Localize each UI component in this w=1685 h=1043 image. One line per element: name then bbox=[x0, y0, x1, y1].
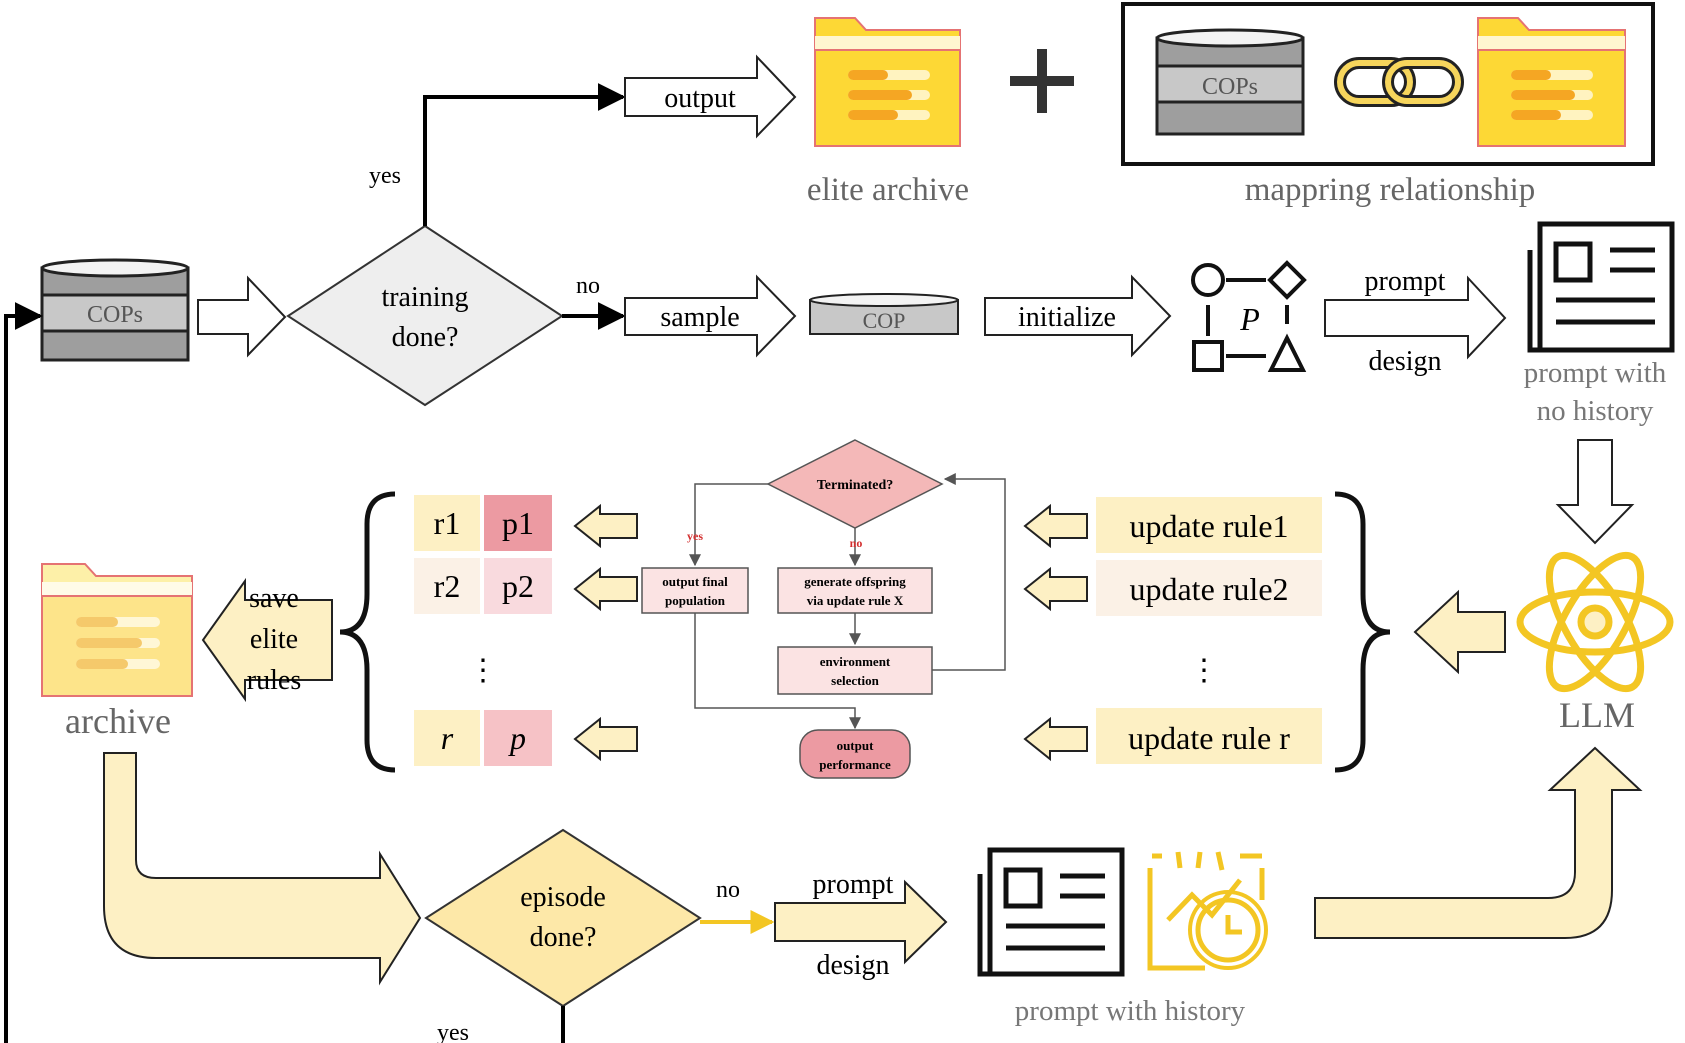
plus-icon bbox=[1010, 49, 1074, 113]
svg-text:environment: environment bbox=[820, 654, 891, 669]
small-arrows-left bbox=[573, 503, 638, 762]
elite-archive-label: elite archive bbox=[807, 172, 969, 208]
llm-atom-icon bbox=[1516, 551, 1674, 693]
training-done-decision: training done? bbox=[286, 224, 564, 407]
svg-text:update rule2: update rule2 bbox=[1129, 571, 1288, 607]
cops-database-icon: COPs bbox=[40, 258, 190, 362]
svg-text:COP: COP bbox=[863, 308, 906, 333]
save-elite-rules-arrow bbox=[201, 577, 333, 703]
problem-structure-icon bbox=[1191, 260, 1307, 372]
elite-label: elite bbox=[250, 624, 298, 655]
svg-text:update rule1: update rule1 bbox=[1129, 508, 1288, 544]
design-label-bottom: design bbox=[816, 950, 889, 981]
history-to-llm-arrow bbox=[1314, 746, 1643, 939]
svg-text:p1: p1 bbox=[502, 505, 534, 541]
arrow-cops-to-decision bbox=[197, 275, 287, 358]
svg-text:r2: r2 bbox=[434, 568, 461, 604]
svg-text:selection: selection bbox=[831, 673, 879, 688]
svg-text:p2: p2 bbox=[502, 568, 534, 604]
archive-to-episode-arrow bbox=[103, 752, 422, 986]
cop-database-icon: COP bbox=[809, 293, 959, 335]
yes-path bbox=[423, 83, 626, 226]
initialize-arrow bbox=[984, 274, 1172, 358]
inner-flowchart: Terminated? yes no output final populati… bbox=[641, 439, 1006, 779]
archive-folder-icon bbox=[41, 563, 193, 697]
mapping-relationship-label: mappring relationship bbox=[1245, 172, 1536, 208]
prompt-design-arrow-bottom bbox=[774, 879, 948, 965]
update-rule-1: update rule1 bbox=[1096, 497, 1322, 553]
right-brace bbox=[1334, 491, 1391, 773]
rules-label: rules bbox=[247, 665, 301, 696]
yes-label-bottom: yes bbox=[437, 1020, 469, 1043]
svg-text:done?: done? bbox=[392, 322, 459, 353]
cops-mapping-database-icon: COPs bbox=[1155, 28, 1305, 136]
svg-text:yes: yes bbox=[687, 529, 703, 543]
ellipsis-right: ⋮ bbox=[1189, 654, 1219, 687]
svg-text:performance: performance bbox=[819, 757, 891, 772]
yes-path-bottom bbox=[4, 302, 565, 1043]
no-label-top: no bbox=[576, 273, 600, 299]
history-clock-icon bbox=[1147, 851, 1268, 971]
llm-label: LLM bbox=[1559, 695, 1635, 735]
prompt-no-history-label-1: prompt with bbox=[1524, 357, 1667, 389]
left-brace bbox=[339, 491, 396, 773]
arrow-llm-to-rules bbox=[1413, 589, 1506, 675]
mapping-folder-icon bbox=[1477, 17, 1626, 147]
yes-label-top: yes bbox=[369, 163, 401, 189]
save-label: save bbox=[249, 583, 299, 614]
terminated-label: Terminated? bbox=[817, 478, 893, 493]
rule-pair-r: r p bbox=[414, 710, 552, 766]
design-label-top: design bbox=[1368, 346, 1441, 377]
cops-label: COPs bbox=[87, 302, 143, 328]
sample-label: sample bbox=[660, 302, 739, 333]
arrow-down-to-llm bbox=[1555, 439, 1635, 545]
svg-text:p: p bbox=[508, 720, 526, 756]
svg-text:generate offspring: generate offspring bbox=[804, 574, 906, 589]
output-arrow bbox=[624, 54, 797, 139]
elite-archive-folder-icon bbox=[814, 17, 961, 147]
svg-text:no: no bbox=[850, 536, 863, 550]
svg-text:output: output bbox=[837, 738, 875, 753]
newspaper-icon-bottom bbox=[977, 847, 1125, 977]
output-label: output bbox=[664, 83, 736, 114]
svg-text:population: population bbox=[665, 593, 726, 608]
prompt-label-top: prompt bbox=[1365, 266, 1446, 297]
sample-arrow bbox=[624, 274, 797, 358]
rule-pair-2: r2 p2 bbox=[414, 558, 552, 614]
svg-text:update rule r: update rule r bbox=[1128, 720, 1290, 756]
svg-text:training: training bbox=[381, 282, 468, 313]
prompt-label-bottom: prompt bbox=[813, 869, 894, 900]
ellipsis-left: ⋮ bbox=[468, 654, 498, 687]
rule-pair-1: r1 p1 bbox=[414, 495, 552, 551]
initialize-label: initialize bbox=[1018, 302, 1116, 333]
no-label-bottom: no bbox=[716, 877, 740, 903]
update-rule-r: update rule r bbox=[1096, 708, 1322, 764]
svg-text:episode: episode bbox=[520, 882, 606, 913]
svg-text:r1: r1 bbox=[434, 505, 461, 541]
prompt-design-arrow-top bbox=[1324, 275, 1507, 360]
prompt-no-history-label-2: no history bbox=[1537, 395, 1654, 427]
svg-text:COPs: COPs bbox=[1202, 74, 1258, 100]
archive-label: archive bbox=[65, 701, 171, 741]
svg-text:output final: output final bbox=[662, 574, 728, 589]
newspaper-icon-top bbox=[1527, 221, 1675, 353]
link-chain-icon bbox=[1334, 57, 1464, 107]
episode-done-decision: episode done? bbox=[424, 828, 702, 1008]
svg-text:done?: done? bbox=[530, 922, 597, 953]
update-rule-2: update rule2 bbox=[1096, 560, 1322, 616]
small-arrows-right bbox=[1023, 503, 1088, 762]
prompt-with-history-label: prompt with history bbox=[1015, 995, 1246, 1027]
svg-text:via update rule X: via update rule X bbox=[807, 593, 904, 608]
svg-text:r: r bbox=[441, 720, 454, 756]
p-symbol: P bbox=[1239, 301, 1260, 337]
